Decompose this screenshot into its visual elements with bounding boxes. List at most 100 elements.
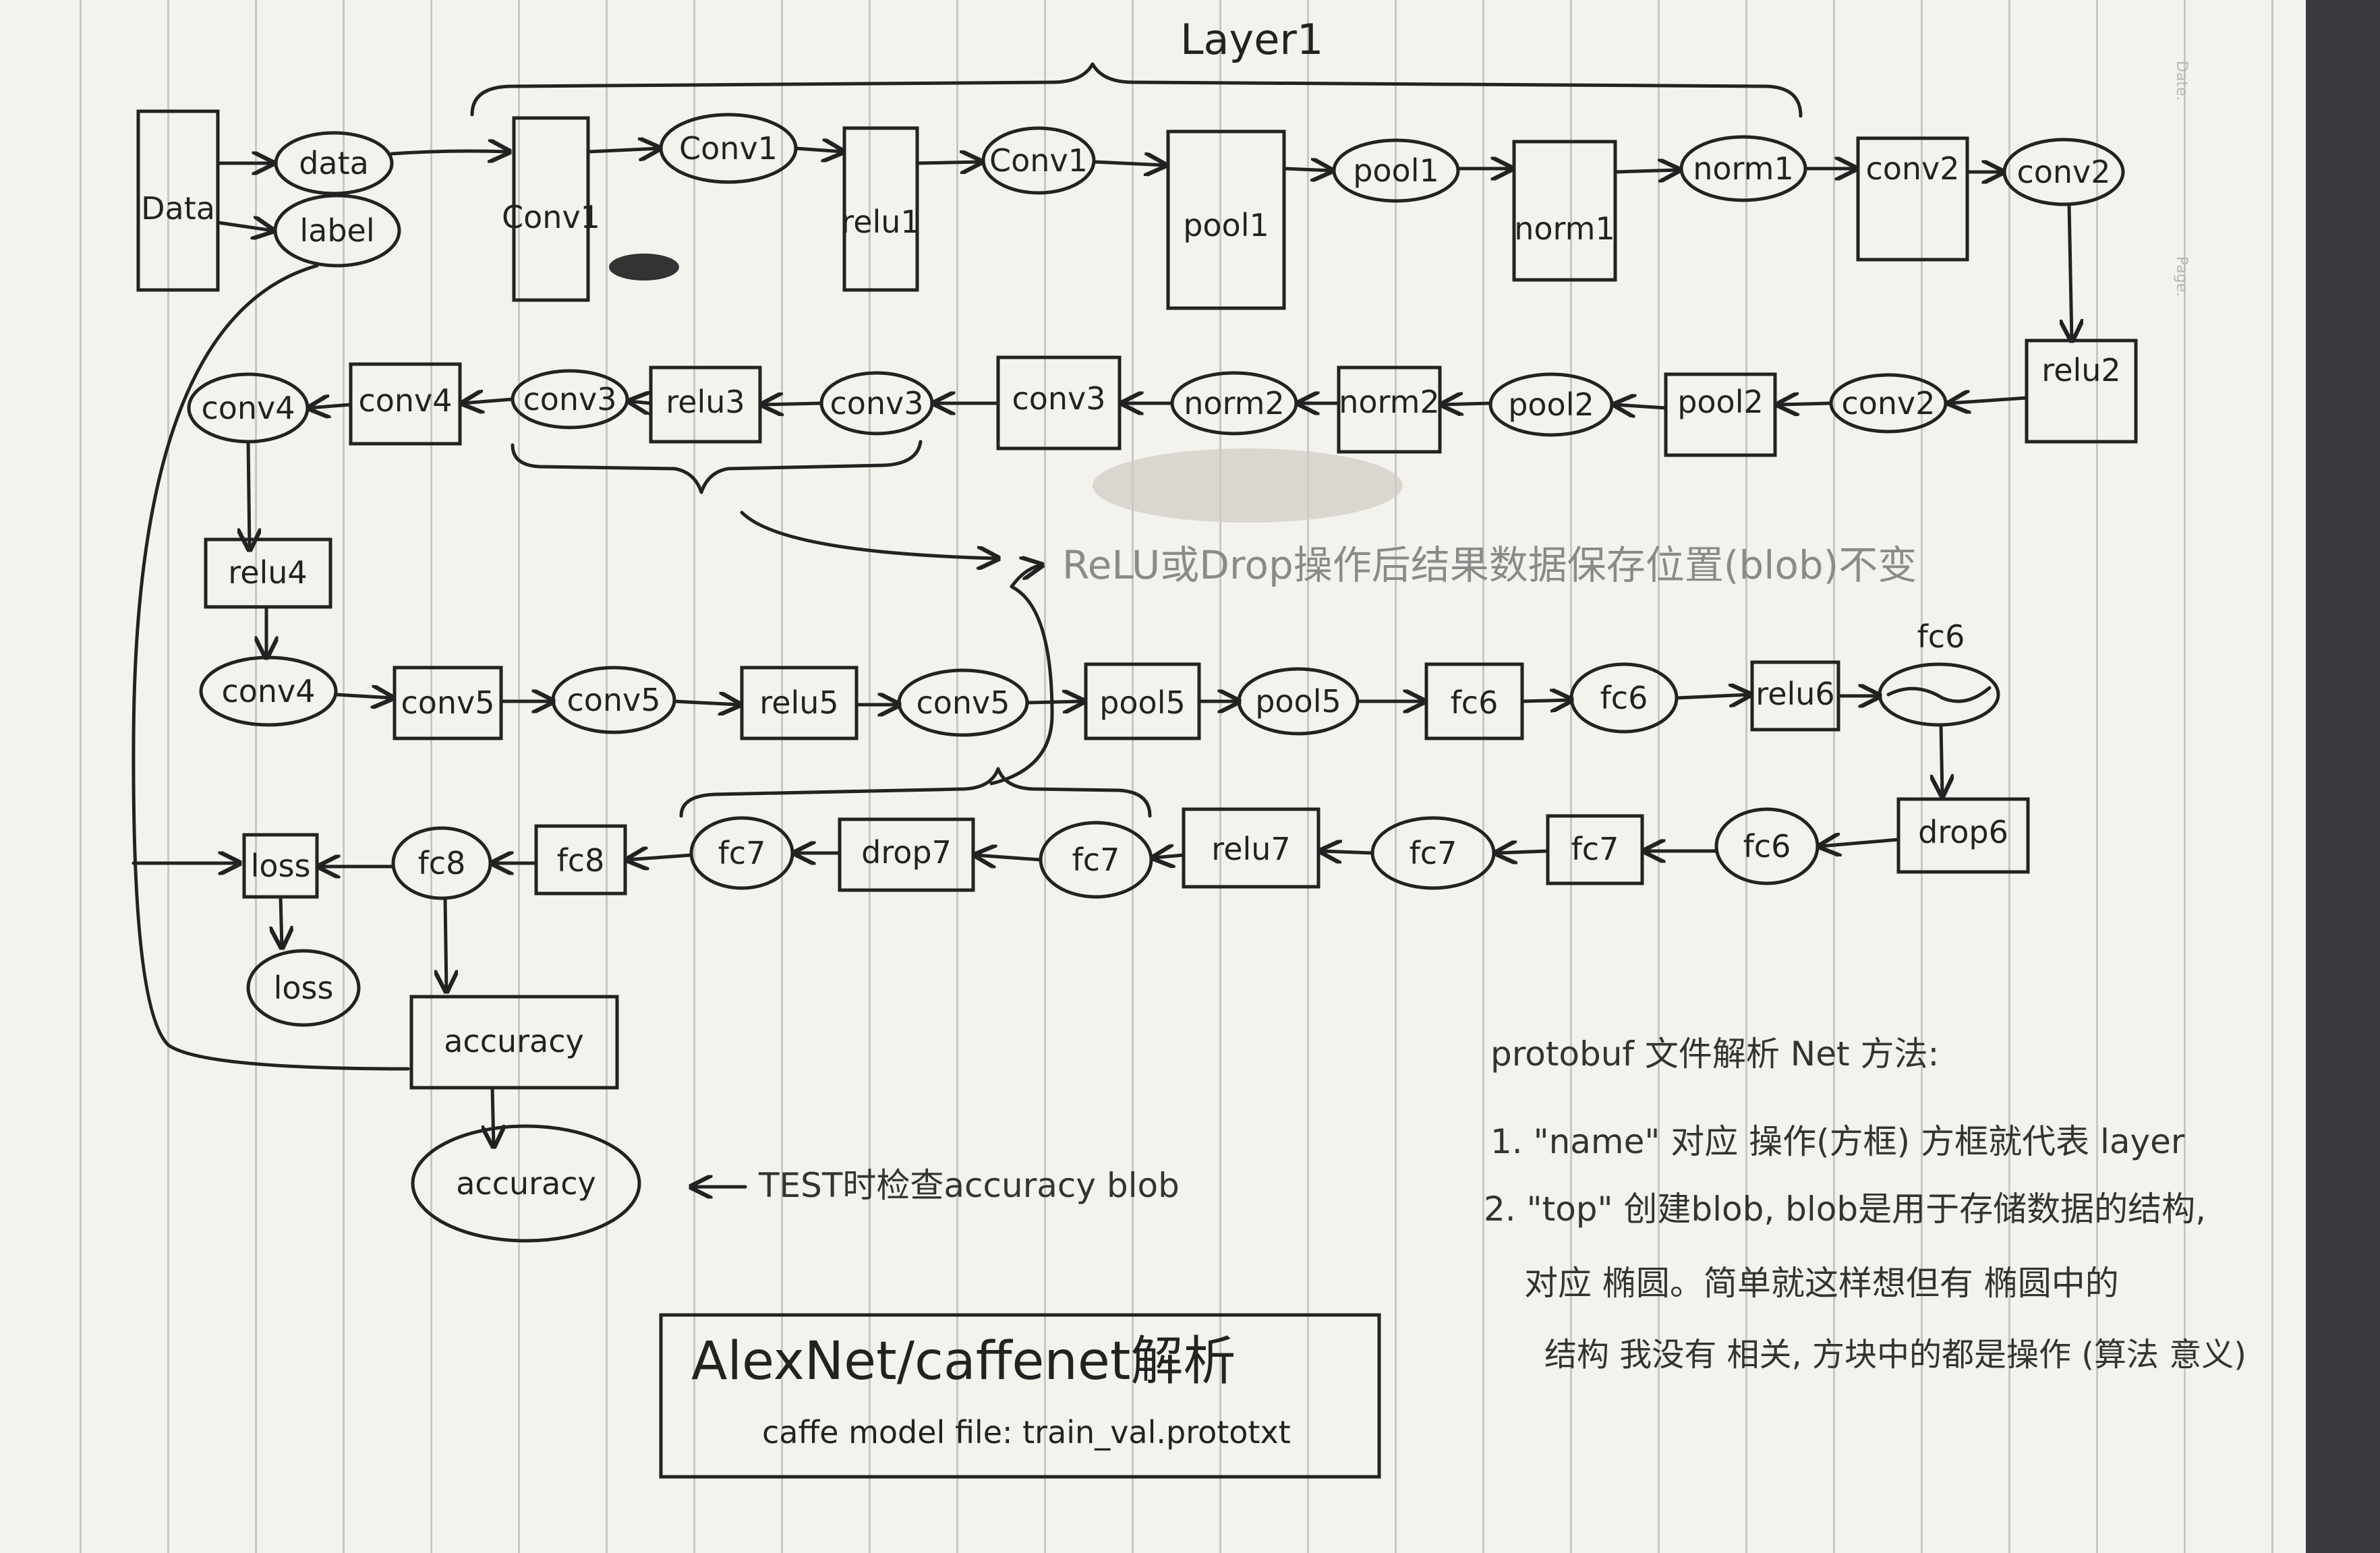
edge bbox=[492, 1086, 494, 1146]
fc7-blob-after-relu-label: fc7 bbox=[1072, 842, 1120, 878]
edge bbox=[1949, 398, 2029, 403]
edge bbox=[1778, 403, 1833, 405]
conv4-layer-label: conv4 bbox=[358, 382, 452, 419]
conv4-blob-after-relu bbox=[199, 655, 338, 727]
conv5-blob-label: conv5 bbox=[567, 682, 660, 718]
relu2-layer-box bbox=[2025, 339, 2138, 444]
edge bbox=[1820, 840, 1900, 846]
conv1-layer-label: Conv1 bbox=[502, 199, 600, 235]
data-blob bbox=[274, 131, 394, 196]
conv4-blob-after-relu-label: conv4 bbox=[221, 673, 315, 709]
edge bbox=[1496, 851, 1550, 853]
accuracy-blob bbox=[411, 1124, 641, 1243]
conv2-layer-box bbox=[1856, 136, 1969, 262]
note-bracket bbox=[989, 565, 1054, 786]
page-label: Page. bbox=[2173, 256, 2190, 297]
relu-brace bbox=[511, 440, 923, 494]
conv2-layer-label: conv2 bbox=[1865, 150, 1959, 187]
relu2-layer-label: relu2 bbox=[2041, 352, 2120, 388]
edge bbox=[1153, 855, 1186, 858]
pool2-layer-label: pool2 bbox=[1677, 384, 1764, 420]
edge bbox=[915, 162, 981, 163]
conv3-blob-after-relu-label: conv3 bbox=[523, 381, 616, 417]
accuracy-layer-label: accuracy bbox=[444, 1023, 584, 1059]
loss-blob-label: loss bbox=[274, 970, 334, 1006]
edge bbox=[672, 701, 740, 705]
fc7-layer-label: fc7 bbox=[1571, 831, 1619, 867]
note-pointer bbox=[740, 510, 998, 558]
edge bbox=[975, 855, 1043, 860]
data-layer-box bbox=[136, 109, 220, 292]
conv4-blob-label: conv4 bbox=[201, 390, 295, 426]
fc6-blob-after-relu-label: fc6 bbox=[1917, 618, 1965, 655]
relu3-layer-label: relu3 bbox=[666, 384, 745, 420]
fc6-blob-label: fc6 bbox=[1600, 680, 1648, 716]
title-text: AlexNet/caffenet解析 bbox=[691, 1331, 1236, 1392]
edge bbox=[281, 895, 282, 947]
edge bbox=[445, 896, 446, 991]
accuracy-layer-box bbox=[409, 995, 619, 1090]
edge bbox=[309, 405, 353, 408]
edge bbox=[1092, 162, 1165, 165]
label-edge bbox=[132, 264, 410, 1071]
edge bbox=[1520, 700, 1571, 701]
edge bbox=[1442, 403, 1492, 405]
fc6-layer-label: fc6 bbox=[1451, 684, 1499, 721]
accuracy-blob-label: accuracy bbox=[456, 1165, 596, 1202]
notes-line-1: 1. "name" 对应 操作(方框) 方框就代表 layer bbox=[1490, 1122, 2185, 1161]
conv1-blob-label: Conv1 bbox=[679, 130, 778, 167]
norm1-blob-label: norm1 bbox=[1693, 150, 1793, 187]
pool2-blob-label: pool2 bbox=[1508, 386, 1594, 423]
conv2-blob-after-relu-label: conv2 bbox=[1841, 385, 1935, 421]
data-layer-label: Data bbox=[141, 190, 215, 227]
pool5-blob-label: pool5 bbox=[1255, 683, 1341, 720]
pool2-layer-box bbox=[1664, 372, 1777, 457]
subtitle-text: caffe model file: train_val.prototxt bbox=[762, 1414, 1291, 1451]
title-box bbox=[659, 1313, 1381, 1479]
pool1-layer-box bbox=[1166, 129, 1286, 310]
loss-layer-label: loss bbox=[251, 848, 311, 884]
fc6-blob-after-drop-label: fc6 bbox=[1743, 828, 1791, 865]
relu5-layer-label: relu5 bbox=[759, 684, 838, 721]
relu-drop-note: ReLU或Drop操作后结果数据保存位置(blob)不变 bbox=[1062, 542, 1917, 588]
edge bbox=[1320, 851, 1374, 853]
label-blob-label: label bbox=[299, 212, 374, 249]
edge bbox=[390, 151, 509, 154]
fc8-blob-label: fc8 bbox=[418, 845, 466, 881]
notes-line-2c: 结构 我没有 相关, 方块中的都是操作 (算法 意义) bbox=[1544, 1336, 2246, 1374]
conv2-blob-label: conv2 bbox=[2016, 154, 2110, 190]
norm1-layer-box bbox=[1512, 140, 1617, 282]
edge bbox=[334, 695, 393, 698]
norm2-layer-label: norm2 bbox=[1339, 384, 1439, 420]
conv3-blob-label: conv3 bbox=[830, 385, 923, 421]
fc8-layer-label: fc8 bbox=[557, 842, 605, 879]
fc7-blob-after-drop-label: fc7 bbox=[718, 835, 766, 871]
drop-brace bbox=[679, 767, 1152, 818]
drop7-layer-label: drop7 bbox=[861, 834, 952, 871]
edge bbox=[794, 148, 843, 152]
edge bbox=[1675, 695, 1750, 698]
pool1-blob-label: pool1 bbox=[1353, 152, 1439, 189]
data-blob-label: data bbox=[299, 145, 369, 181]
fc7-blob-label: fc7 bbox=[1410, 835, 1457, 871]
pool1-layer-label: pool1 bbox=[1183, 207, 1269, 243]
layer1-brace bbox=[470, 62, 1803, 118]
date-label: Date. bbox=[2173, 61, 2190, 101]
edge bbox=[1941, 723, 1942, 796]
test-note: TEST时检查accuracy blob bbox=[758, 1166, 1180, 1205]
loss-blob bbox=[246, 949, 361, 1027]
conv1-layer-box bbox=[512, 116, 590, 302]
edge bbox=[1025, 701, 1084, 703]
notes-line-2b: 对应 椭圆。简单就这样想但有 椭圆中的 bbox=[1524, 1264, 2119, 1303]
conv1-blob-after-relu-label: Conv1 bbox=[989, 142, 1088, 179]
notes-line-2a: 2. "top" 创建blob, blob是用于存储数据的结构, bbox=[1484, 1190, 2206, 1229]
background-edge bbox=[2306, 0, 2380, 1553]
edge bbox=[1615, 405, 1668, 408]
edge bbox=[216, 223, 273, 231]
drop6-layer-label: drop6 bbox=[1918, 814, 2008, 850]
relu1-layer-label: relu1 bbox=[841, 204, 920, 240]
edge bbox=[1613, 170, 1679, 172]
conv5-layer-label: conv5 bbox=[401, 684, 494, 721]
